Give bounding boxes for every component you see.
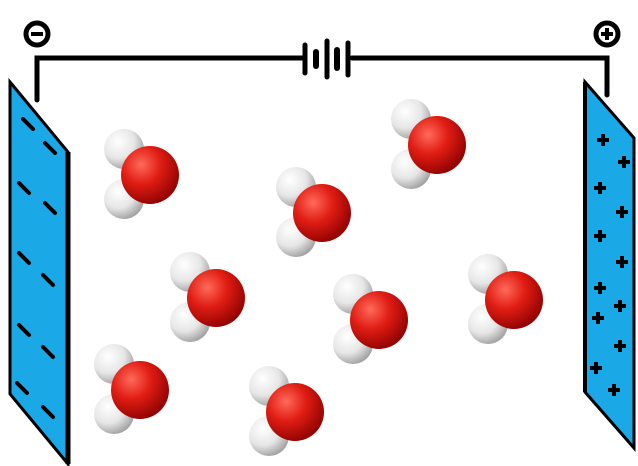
positive-charge-mark: [594, 182, 606, 194]
oxygen-atom: [485, 271, 543, 329]
positive-charge-mark: [594, 282, 606, 294]
oxygen-atom: [111, 361, 169, 419]
water-molecule: [249, 366, 324, 456]
positive-charge-mark: [618, 156, 630, 168]
water-molecule: [104, 129, 179, 219]
water-molecule: [468, 254, 543, 344]
positive-charge-mark: [614, 340, 626, 352]
circuit-wire: [34, 55, 610, 103]
oxygen-atom: [350, 291, 408, 349]
oxygen-atom: [408, 116, 466, 174]
positive-charge-marks: [590, 134, 630, 396]
positive-charge-mark: [594, 230, 606, 242]
positive-charge-mark: [616, 206, 628, 218]
negative-charge-mark: [21, 117, 35, 131]
negative-charge-mark: [41, 405, 55, 419]
positive-charge-mark: [614, 300, 626, 312]
positive-terminal-icon: [593, 20, 621, 48]
negative-charge-mark: [17, 181, 31, 195]
positive-charge-mark: [616, 256, 628, 268]
positive-charge-mark: [597, 134, 609, 146]
oxygen-atom: [293, 184, 351, 242]
water-molecules: [94, 99, 543, 456]
negative-charge-mark: [17, 251, 31, 265]
water-molecule: [333, 274, 408, 364]
water-molecule: [170, 252, 245, 342]
water-molecule: [276, 167, 351, 257]
negative-charge-mark: [41, 273, 55, 287]
positive-charge-mark: [590, 362, 602, 374]
negative-charge-mark: [41, 345, 55, 359]
negative-plate: [8, 77, 71, 466]
negative-terminal-icon: [23, 20, 51, 48]
battery-icon: [302, 38, 351, 80]
water-molecule: [391, 99, 466, 189]
positive-charge-mark: [608, 384, 620, 396]
negative-charge-marks: [15, 117, 57, 419]
oxygen-atom: [266, 383, 324, 441]
negative-charge-mark: [43, 201, 57, 215]
negative-charge-mark: [43, 141, 57, 155]
positive-charge-mark: [592, 312, 604, 324]
positive-plate: [583, 78, 636, 452]
oxygen-atom: [187, 269, 245, 327]
negative-charge-mark: [17, 323, 31, 337]
oxygen-atom: [121, 146, 179, 204]
negative-charge-mark: [15, 381, 29, 395]
water-molecule: [94, 344, 169, 434]
